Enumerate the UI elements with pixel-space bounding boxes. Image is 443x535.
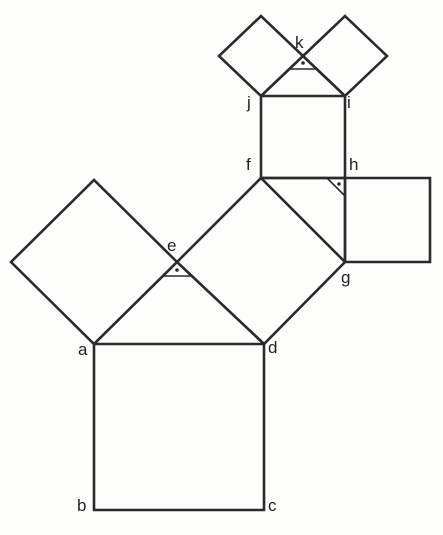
square-efgd xyxy=(175,176,347,346)
label-f: f xyxy=(246,155,251,174)
label-d: d xyxy=(268,338,277,357)
right-angle-marker-k xyxy=(289,54,317,70)
square-jk xyxy=(217,14,305,98)
label-c: c xyxy=(268,496,277,515)
label-a: a xyxy=(78,340,88,359)
right-angle-dot-h xyxy=(337,182,341,186)
right-angle-marker-h xyxy=(326,177,346,197)
label-j: j xyxy=(246,93,251,112)
label-k: k xyxy=(295,33,304,52)
square-fjih xyxy=(259,94,347,180)
triangle-aed xyxy=(93,260,265,345)
square-abcd xyxy=(92,342,266,512)
right-angle-marker-e xyxy=(162,260,192,277)
label-i: i xyxy=(347,93,351,112)
label-e: e xyxy=(167,236,176,255)
label-h: h xyxy=(349,155,358,174)
right-angle-dot-k xyxy=(301,61,305,65)
square-hg xyxy=(343,176,432,264)
square-ki xyxy=(301,14,389,98)
right-angle-dot-e xyxy=(175,268,179,272)
square-ae xyxy=(9,178,179,346)
label-g: g xyxy=(341,268,350,287)
label-b: b xyxy=(77,496,86,515)
